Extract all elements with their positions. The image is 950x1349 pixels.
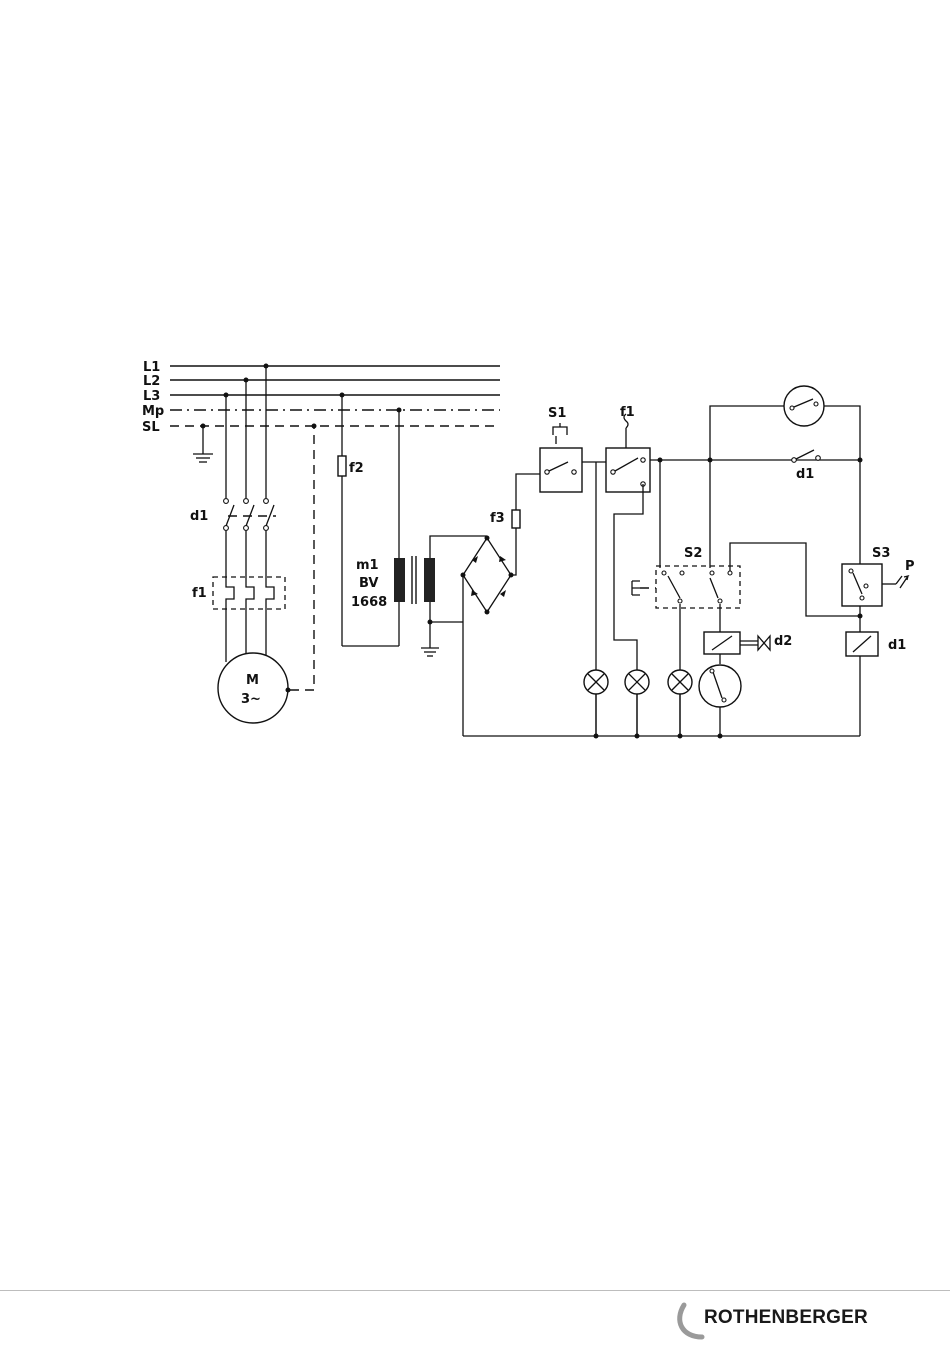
label-transformer-1668: 1668 <box>351 595 387 610</box>
brand-logo: ROTHENBERGER <box>676 1301 906 1341</box>
label-s1: S1 <box>548 406 566 421</box>
label-s2: S2 <box>684 546 702 561</box>
label-s3: S3 <box>872 546 890 561</box>
label-switch-f1: f1 <box>620 405 635 420</box>
label-d1-contactor: d1 <box>190 509 208 524</box>
indicator-lamps <box>584 670 692 694</box>
label-pressure-p: P <box>905 559 915 574</box>
footer-divider <box>0 1290 950 1291</box>
motor-phases <box>213 364 285 663</box>
label-l1: L1 <box>143 360 160 375</box>
label-motor-3phase: 3~ <box>241 692 261 707</box>
label-l3: L3 <box>143 389 160 404</box>
top-loop <box>658 386 863 564</box>
brand-swoosh-icon <box>676 1301 706 1341</box>
label-sl: SL <box>142 420 160 435</box>
switch-s2 <box>632 460 860 736</box>
label-f1-overload: f1 <box>192 586 207 601</box>
ground-sl <box>193 424 213 463</box>
label-l2: L2 <box>143 374 160 389</box>
transformer-circuit <box>338 393 487 657</box>
valve-d2 <box>699 632 770 736</box>
bus-lines <box>170 366 500 426</box>
label-transformer-m1: m1 <box>356 558 379 573</box>
label-relay-contact-d1: d1 <box>796 467 814 482</box>
label-transformer-bv: BV <box>359 576 378 591</box>
label-fuse-f3: f3 <box>490 511 505 526</box>
motor <box>218 424 317 724</box>
label-valve-d2: d2 <box>774 634 792 649</box>
label-motor-m: M <box>246 673 259 688</box>
brand-name: ROTHENBERGER <box>704 1307 868 1329</box>
label-fuse-f2: f2 <box>349 461 364 476</box>
label-mp: Mp <box>142 404 164 419</box>
label-relay-coil-d1: d1 <box>888 638 906 653</box>
return-bus <box>463 694 860 739</box>
